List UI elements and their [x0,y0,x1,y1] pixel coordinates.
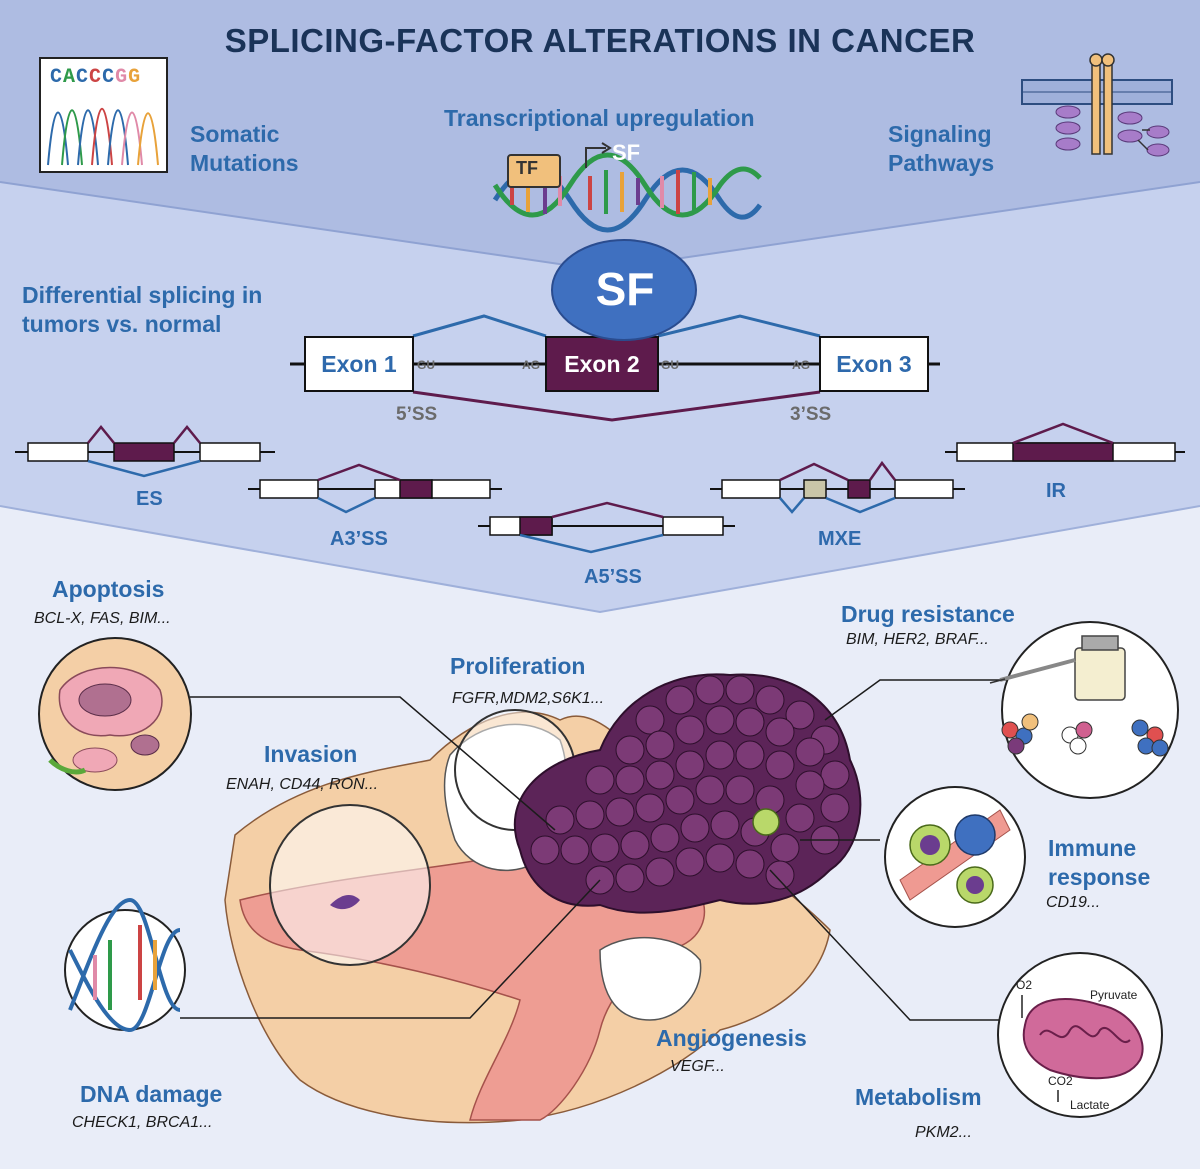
immune-response-title: Immune response [1048,835,1151,890]
seq-letter: G [128,66,142,89]
event-a5ss-label: A5’SS [584,566,642,588]
differential-splicing-label: Differential splicing in tumors vs. norm… [22,282,263,337]
event-es-diagram [15,425,275,478]
event-ir-label: IR [1046,480,1066,502]
drug-resistance-title: Drug resistance [841,601,1015,627]
proliferation-genes: FGFR,MDM2,S6K1... [452,690,605,707]
ag-site-2: AG [792,358,810,372]
dna-damage-circle [64,897,186,1033]
exon1-box [304,336,414,392]
exon-diagram [290,239,940,422]
immune-response-circle [884,786,1026,928]
sf-big-label: SF [595,263,655,315]
metabolism-title: Metabolism [855,1084,982,1110]
seq-letter: A [63,66,77,89]
angiogenesis-title: Angiogenesis [656,1025,807,1051]
ag-site-1: AG [522,358,540,372]
alterations-band [0,0,1200,270]
transcriptional-upregulation-label: Transcriptional upregulation [444,105,755,131]
seq-letter: C [76,66,90,89]
dna-damage-title: DNA damage [80,1081,223,1107]
event-a3ss-label: A3’SS [330,528,388,550]
invasion-genes: ENAH, CD44, RON... [226,776,379,793]
seq-letter: C [102,66,116,89]
event-a5ss-diagram [478,501,735,554]
metabolism-circle [997,952,1163,1118]
sf-small-label: SF [612,140,641,165]
proliferation-title: Proliferation [450,653,586,679]
exon3-box [819,336,929,392]
seq-letter: C [50,66,64,89]
dna-damage-genes: CHECK1, BRCA1... [72,1114,213,1131]
exon2-label: Exon 2 [564,351,640,377]
three-prime-ss-label: 3’SS [790,404,832,425]
connector-lines [180,679,1010,1021]
tf-label: TF [516,158,538,178]
angiogenesis-genes: VEGF... [670,1058,725,1075]
five-prime-ss-label: 5’SS [396,404,438,425]
lactate-label: Lactate [1070,1098,1110,1112]
seq-letter: G [115,66,129,89]
apoptosis-title: Apoptosis [52,576,165,602]
receptor-icon [1021,53,1173,157]
chromatogram-icon [39,57,168,173]
dna-helix-icon [492,142,763,233]
pyruvate-label: Pyruvate [1090,988,1138,1002]
signaling-pathways-label: Signaling Pathways [888,121,995,176]
apoptosis-genes: BCL-X, FAS, BIM... [34,610,171,627]
event-mxe-label: MXE [818,528,862,550]
event-mxe-diagram [710,460,965,514]
metabolism-genes: PKM2... [915,1124,972,1141]
exon2-box [545,336,659,392]
gu-site-1: GU [417,358,435,372]
exon3-label: Exon 3 [836,351,912,377]
exon1-label: Exon 1 [321,351,397,377]
apoptosis-circle [38,637,192,791]
event-ir-diagram [945,422,1185,462]
immune-response-genes: CD19... [1046,894,1101,911]
seq-letter: C [89,66,103,89]
page-title: SPLICING-FACTOR ALTERATIONS IN CANCER [224,22,976,59]
co2-label: CO2 [1048,1074,1073,1088]
splicing-factor-blob [551,239,697,341]
sequence-letters: CACCCGG [50,66,141,89]
somatic-mutations-label: Somatic Mutations [190,121,299,176]
o2-label: O2 [1016,978,1033,992]
invasion-title: Invasion [264,741,358,767]
gu-site-2: GU [661,358,679,372]
drug-resistance-genes: BIM, HER2, BRAF... [846,631,989,648]
band-divider-bottom [0,505,1200,614]
event-a3ss-diagram [248,463,502,514]
event-es-label: ES [136,488,163,510]
drug-resistance-circle [989,621,1179,799]
